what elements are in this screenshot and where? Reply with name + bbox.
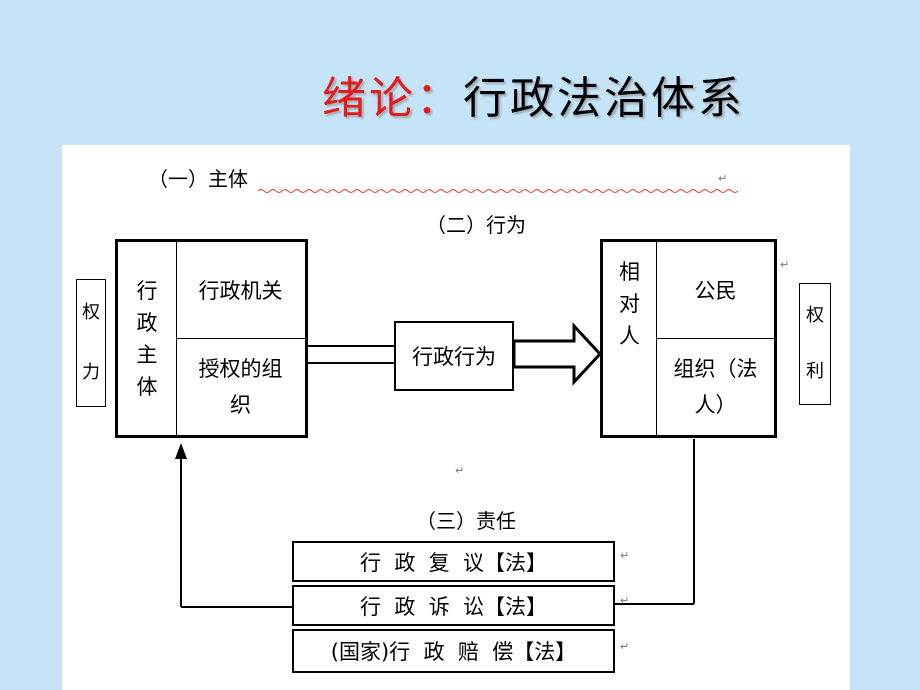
admin-review-row: 行 政 复 议【法】 [292,541,615,582]
title-main: 行政法治体系 [463,73,745,124]
page-title: 绪论：行政法治体系 [322,62,745,126]
counterpart-char-2: 对 [619,292,640,316]
organization-cell: 组织（法 人） [657,339,774,435]
admin-action-text: 行政行为 [412,345,496,369]
state-compensation-row: (国家)行 政 赔 偿【法】 [292,629,615,673]
admin-subject-box: 行 政 主 体 行政机关 授权的组 织 [115,239,308,438]
feedback-arrowhead [175,443,187,459]
section-subject-label: （一）主体 [148,167,248,191]
admin-review-text: 行 政 复 议【法】 [359,550,548,575]
title-prefix: 绪论： [322,73,463,124]
organization-line2: 人） [694,393,737,417]
authorized-org-cell: 授权的组 织 [176,339,305,435]
rights-char-1: 权 [806,305,824,326]
power-char-1: 权 [82,302,100,323]
rights-char-2: 利 [806,361,824,382]
organization-line1: 组织（法 [673,357,758,381]
power-char-2: 力 [82,362,100,383]
authorized-org-line2: 织 [230,393,251,417]
admin-litigation-text: 行 政 诉 讼【法】 [359,594,548,619]
counterpart-box: 相 对 人 公民 组织（法 人） [600,239,777,438]
authorized-org-line1: 授权的组 [198,357,283,381]
admin-organ-text: 行政机关 [198,279,283,303]
admin-action-box: 行政行为 [394,321,514,391]
admin-litigation-row: 行 政 诉 讼【法】 [292,585,615,626]
counterpart-char-3: 人 [619,324,640,348]
state-compensation-text: (国家)行 政 赔 偿【法】 [330,640,577,664]
power-box: 权 力 [76,279,106,407]
citizen-text: 公民 [694,279,737,303]
admin-subject-label: 行 政 主 体 [118,242,177,435]
subject-char-3: 主 [136,342,158,367]
admin-organ-cell: 行政机关 [176,242,305,339]
subject-char-1: 行 [136,278,158,303]
subject-char-4: 体 [136,374,158,399]
counterpart-label: 相 对 人 [603,242,657,435]
diagram-panel: （一）主体 ↵ （二）行为 （三）责任 ↵ 权 力 行 政 主 体 行政机关 授… [62,145,850,690]
subject-char-2: 政 [136,310,158,335]
rights-box: 权 利 [799,283,831,405]
counterpart-char-1: 相 [619,260,640,284]
spell-underline [257,189,739,193]
diagram-lines [175,189,739,608]
section-responsibility-label: （三）责任 [416,509,516,533]
section-action-label: （二）行为 [426,213,526,237]
hollow-arrow [512,322,603,386]
citizen-cell: 公民 [657,242,774,339]
